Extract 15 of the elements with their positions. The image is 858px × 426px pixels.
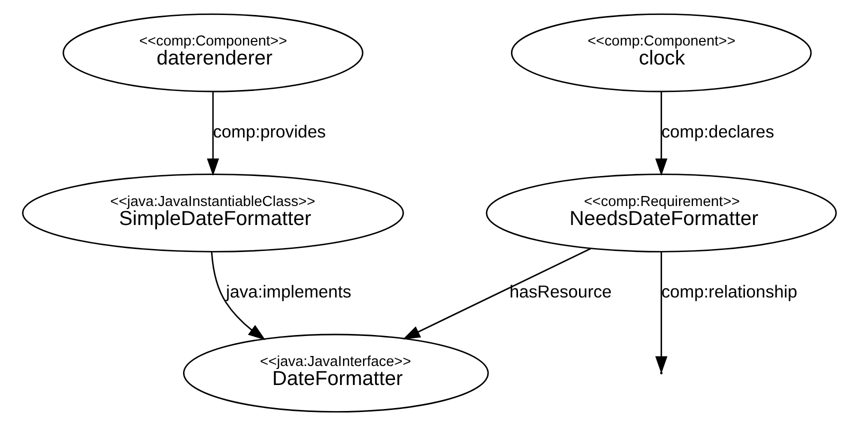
edge-label: comp:provides — [212, 121, 326, 142]
edge-label: comp:declares — [660, 121, 774, 142]
arrow — [402, 248, 591, 340]
arrow — [210, 252, 266, 340]
arrow — [206, 92, 219, 176]
node-ellipse: <<comp:Requirement>> NeedsDateFormatter — [485, 174, 836, 252]
node-ellipse: <<comp:Component>> clock — [510, 13, 812, 92]
node-ellipse: <<java:JavaInstantiableClass>> SimpleDateFormatter — [22, 174, 404, 252]
arrow — [654, 252, 667, 374]
edge-label: hasResource — [508, 282, 612, 302]
node-ellipse: <<comp:Component>> daterenderer — [62, 13, 363, 92]
edge-label: java:implements — [226, 282, 351, 302]
edge-label: comp:relationship — [660, 282, 797, 302]
arrow — [654, 92, 667, 176]
node-ellipse: <<java:JavaInterface>> DateFormatter — [182, 334, 488, 413]
